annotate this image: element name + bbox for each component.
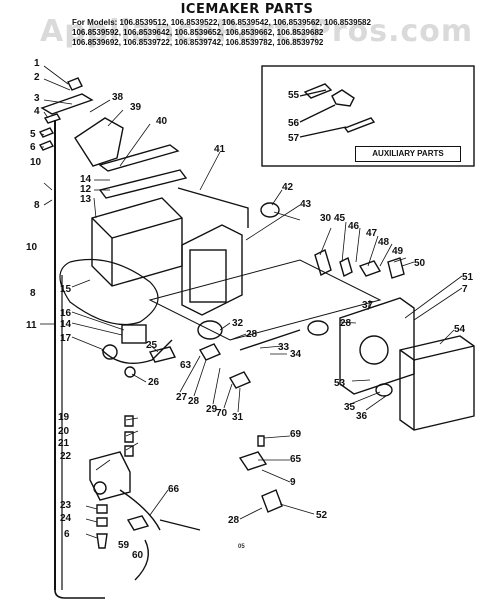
part-number-label: 27: [176, 392, 188, 403]
part-number-label: 30: [320, 213, 332, 224]
part-number-label: 11: [26, 320, 37, 331]
part-number-label: 33: [278, 342, 290, 353]
part-number-label: 37: [362, 300, 374, 311]
part-number-label: 9: [290, 477, 296, 488]
part-number-label: 66: [168, 484, 180, 495]
part-56-shape: [331, 89, 355, 107]
part-number-label: 41: [214, 144, 226, 155]
part-number-label: 46: [348, 221, 360, 232]
part-number-label: 14: [60, 319, 72, 330]
model-list-line-3: 106.8539692, 106.8539722, 106.8539742, 1…: [72, 38, 324, 47]
part-number-label: 8: [30, 288, 36, 299]
part-number-label: 60: [132, 550, 144, 561]
part-number-label: 28: [340, 318, 352, 329]
part-57-shape: [343, 117, 376, 133]
part-number-label: 57: [288, 133, 300, 144]
part-number-label: 47: [366, 228, 378, 239]
part-number-label: 24: [60, 513, 72, 524]
part-55-shape: [303, 83, 333, 99]
part-number-label: 6: [30, 142, 36, 153]
diagram-title: ICEMAKER PARTS: [180, 2, 314, 17]
part-number-label: 13: [80, 194, 92, 205]
part-number-label: 19: [58, 412, 70, 423]
watermark: AppliancePartsPros.com: [40, 14, 474, 49]
part-number-label: 69: [290, 429, 302, 440]
model-list-line-1: For Models: 106.8539512, 106.8539522, 10…: [72, 18, 371, 27]
part-number-label: 28: [246, 329, 258, 340]
part-number-label: 40: [156, 116, 168, 127]
part-number-label: 28: [228, 515, 240, 526]
part-number-label: 28: [188, 396, 200, 407]
part-number-label: 34: [290, 349, 302, 360]
part-number-label: 2: [34, 72, 40, 83]
part-number-label: 51: [462, 272, 474, 283]
part-number-label: 4: [34, 106, 40, 117]
part-number-label: 56: [288, 118, 300, 129]
part-number-label: 42: [282, 182, 294, 193]
part-number-label: 63: [180, 360, 192, 371]
part-number-label: 23: [60, 500, 72, 511]
part-number-label: 54: [454, 324, 466, 335]
part-number-label: 22: [60, 451, 72, 462]
part-number-label: 43: [300, 199, 312, 210]
part-number-label: 39: [130, 102, 142, 113]
part-number-label: 5: [30, 129, 36, 140]
part-number-label: 10: [26, 242, 38, 253]
part-number-label: 48: [378, 237, 390, 248]
part-number-label: 26: [148, 377, 160, 388]
part-number-label: 59: [118, 540, 130, 551]
part-number-label: 70: [216, 408, 228, 419]
part-number-label: 7: [462, 284, 468, 295]
part-number-label: 20: [58, 426, 70, 437]
part-number-label: 10: [30, 157, 42, 168]
part-number-label: 17: [60, 333, 72, 344]
auxiliary-parts-label: AUXILIARY PARTS: [355, 146, 461, 162]
part-number-label: 36: [356, 411, 368, 422]
part-number-label: 55: [288, 90, 300, 101]
footer-code: 05: [238, 544, 245, 550]
part-number-label: 32: [232, 318, 244, 329]
part-number-label: 6: [64, 529, 70, 540]
part-number-label: 21: [58, 438, 70, 449]
auxiliary-parts-box: [261, 65, 475, 167]
part-number-label: 16: [60, 308, 72, 319]
part-number-label: 50: [414, 258, 426, 269]
part-number-label: 15: [60, 284, 72, 295]
part-number-label: 14: [80, 174, 92, 185]
part-number-label: 45: [334, 213, 346, 224]
part-number-label: 53: [334, 378, 346, 389]
part-number-label: 25: [146, 340, 158, 351]
part-number-labels: 1 2 3 4 5 6 10 8 10 8 11 12 13 14 15 16 …: [26, 58, 474, 561]
part-number-label: 52: [316, 510, 328, 521]
part-number-label: 65: [290, 454, 302, 465]
part-number-label: 3: [34, 93, 40, 104]
part-number-label: 29: [206, 404, 218, 415]
part-number-label: 8: [34, 200, 40, 211]
part-number-label: 38: [112, 92, 124, 103]
part-number-label: 35: [344, 402, 356, 413]
part-number-label: 49: [392, 246, 404, 257]
model-list-line-2: 106.8539592, 106.8539642, 106.8539652, 1…: [72, 28, 324, 37]
part-number-label: 31: [232, 412, 244, 423]
part-number-label: 1: [34, 58, 40, 69]
part-number-label: 12: [80, 184, 92, 195]
